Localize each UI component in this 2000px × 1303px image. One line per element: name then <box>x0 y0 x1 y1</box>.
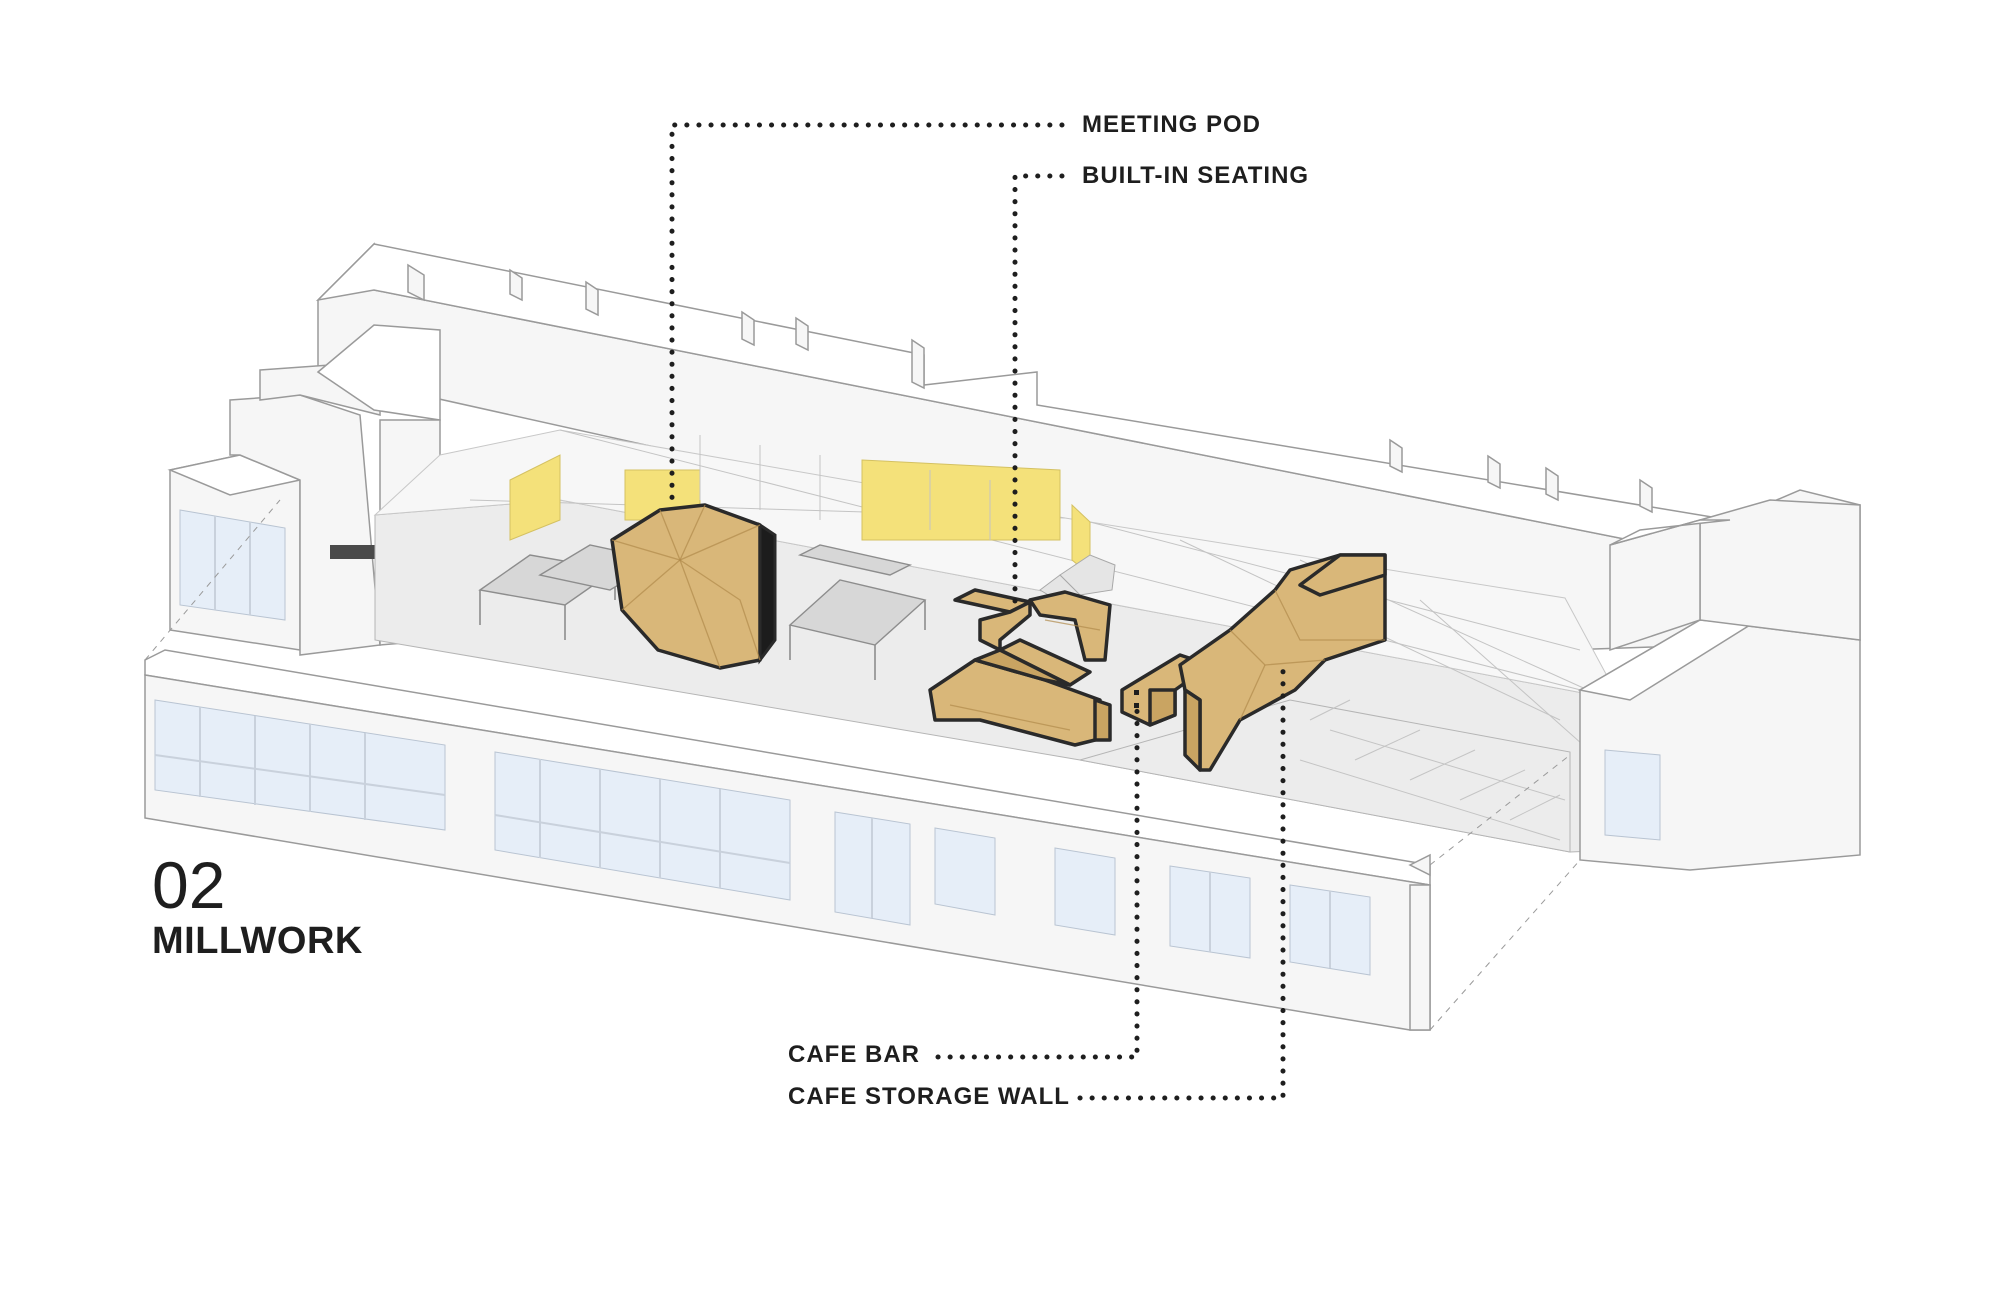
front-facade <box>144 649 1431 1031</box>
cafe-storage-wall <box>1178 553 1387 772</box>
built-in-seating <box>928 588 1112 747</box>
leader-meeting-pod <box>669 122 1065 508</box>
back-perimeter-wall <box>315 242 1861 651</box>
callout-cafe-bar: CAFE BAR <box>788 1041 920 1068</box>
callout-meeting-pod: MEETING POD <box>1082 111 1262 138</box>
callout-cafe-storage-wall: CAFE STORAGE WALL <box>788 1083 1070 1110</box>
figure-number: 02 <box>152 848 226 922</box>
work-tables-center <box>788 544 927 680</box>
leader-built-in-seating <box>1012 173 1065 608</box>
projection-lines <box>144 499 1581 1031</box>
callout-built-in-seating: BUILT-IN SEATING <box>1082 162 1310 189</box>
meeting-pod <box>610 503 777 670</box>
classroom-desks <box>1299 699 1566 841</box>
figure-title: MILLWORK <box>152 920 363 962</box>
right-building-mass <box>1577 499 1861 871</box>
yellow-accent-walls <box>509 454 1091 577</box>
